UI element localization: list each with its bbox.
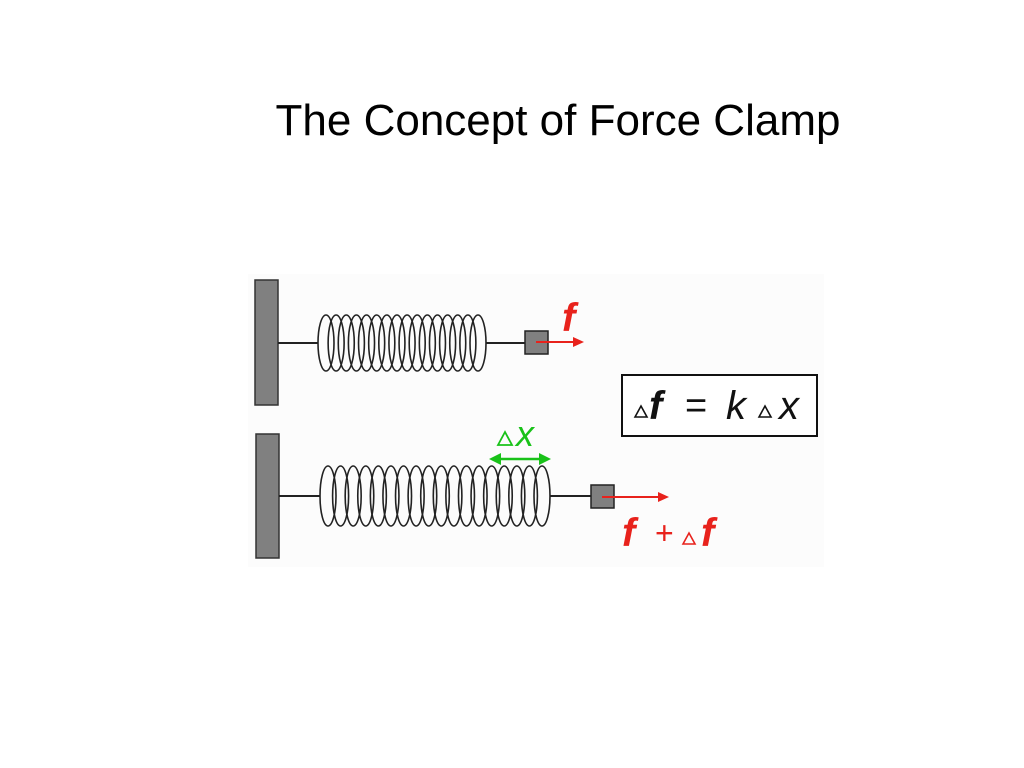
top-wall bbox=[254, 279, 279, 406]
equation-frame bbox=[621, 374, 818, 437]
displacement-arrowhead-left bbox=[489, 453, 501, 465]
bottom-force-delta-label: f bbox=[701, 511, 718, 555]
spring-coil-loop bbox=[407, 465, 425, 527]
spring-coil-loop bbox=[369, 465, 388, 527]
spring-coil-loop bbox=[331, 465, 350, 527]
spring-coil-loop bbox=[408, 314, 426, 372]
top-force-label: f bbox=[562, 296, 579, 340]
delta-icon bbox=[496, 430, 514, 446]
spring-coil-loop bbox=[432, 465, 451, 527]
bottom-force-plus: + bbox=[655, 515, 674, 551]
spring-coil-loop bbox=[428, 314, 447, 372]
spring-coil-loop bbox=[459, 314, 477, 372]
spring-coil-loop bbox=[378, 314, 396, 372]
bottom-force-label: f bbox=[622, 511, 639, 555]
delta-icon bbox=[633, 404, 649, 418]
slide-title: The Concept of Force Clamp bbox=[275, 96, 841, 145]
bottom-spring-system: f + f bbox=[255, 433, 718, 559]
displacement-label: x bbox=[514, 413, 536, 454]
spring-coil-loop bbox=[457, 465, 476, 527]
spring-coil-loop bbox=[356, 465, 375, 527]
spring-coil-loop bbox=[398, 314, 416, 372]
spring-coil-loop bbox=[337, 314, 356, 372]
spring-coil-loop bbox=[438, 314, 457, 372]
spring-coil-loop bbox=[388, 314, 406, 372]
spring-coil-loop bbox=[344, 465, 362, 527]
displacement-indicator: x bbox=[489, 413, 551, 465]
bottom-wall bbox=[255, 433, 280, 559]
spring-coil-loop bbox=[327, 314, 345, 372]
bottom-force-arrowhead bbox=[658, 492, 669, 502]
spring-coil-loop bbox=[394, 465, 413, 527]
equation-box: f = k x bbox=[621, 374, 818, 437]
spring-coil-loop bbox=[347, 314, 366, 372]
equation-equals: = bbox=[685, 385, 707, 427]
top-force-arrowhead bbox=[573, 337, 584, 347]
force-clamp-svg: f f = k x x f bbox=[248, 274, 824, 567]
top-spring-coil bbox=[317, 314, 487, 372]
spring-coil-loop bbox=[470, 465, 488, 527]
spring-coil-loop bbox=[520, 465, 539, 527]
displacement-arrowhead-right bbox=[539, 453, 551, 465]
delta-icon bbox=[681, 531, 697, 545]
spring-coil-loop bbox=[319, 465, 337, 527]
spring-coil-loop bbox=[419, 465, 438, 527]
spring-coil-loop bbox=[418, 314, 437, 372]
delta-icon bbox=[757, 404, 773, 418]
spring-coil-loop bbox=[495, 465, 514, 527]
equation-k: k bbox=[726, 384, 748, 428]
force-clamp-diagram: f f = k x x f bbox=[248, 274, 824, 567]
spring-coil-loop bbox=[367, 314, 386, 372]
spring-coil-loop bbox=[445, 465, 463, 527]
spring-coil-loop bbox=[508, 465, 526, 527]
spring-coil-loop bbox=[382, 465, 400, 527]
spring-coil-loop bbox=[448, 314, 467, 372]
equation-lhs-f: f bbox=[649, 384, 666, 428]
spring-coil-loop bbox=[317, 314, 335, 372]
spring-coil-loop bbox=[482, 465, 501, 527]
equation-x: x bbox=[777, 384, 801, 428]
spring-coil-loop bbox=[357, 314, 376, 372]
top-spring-system: f bbox=[254, 279, 584, 406]
